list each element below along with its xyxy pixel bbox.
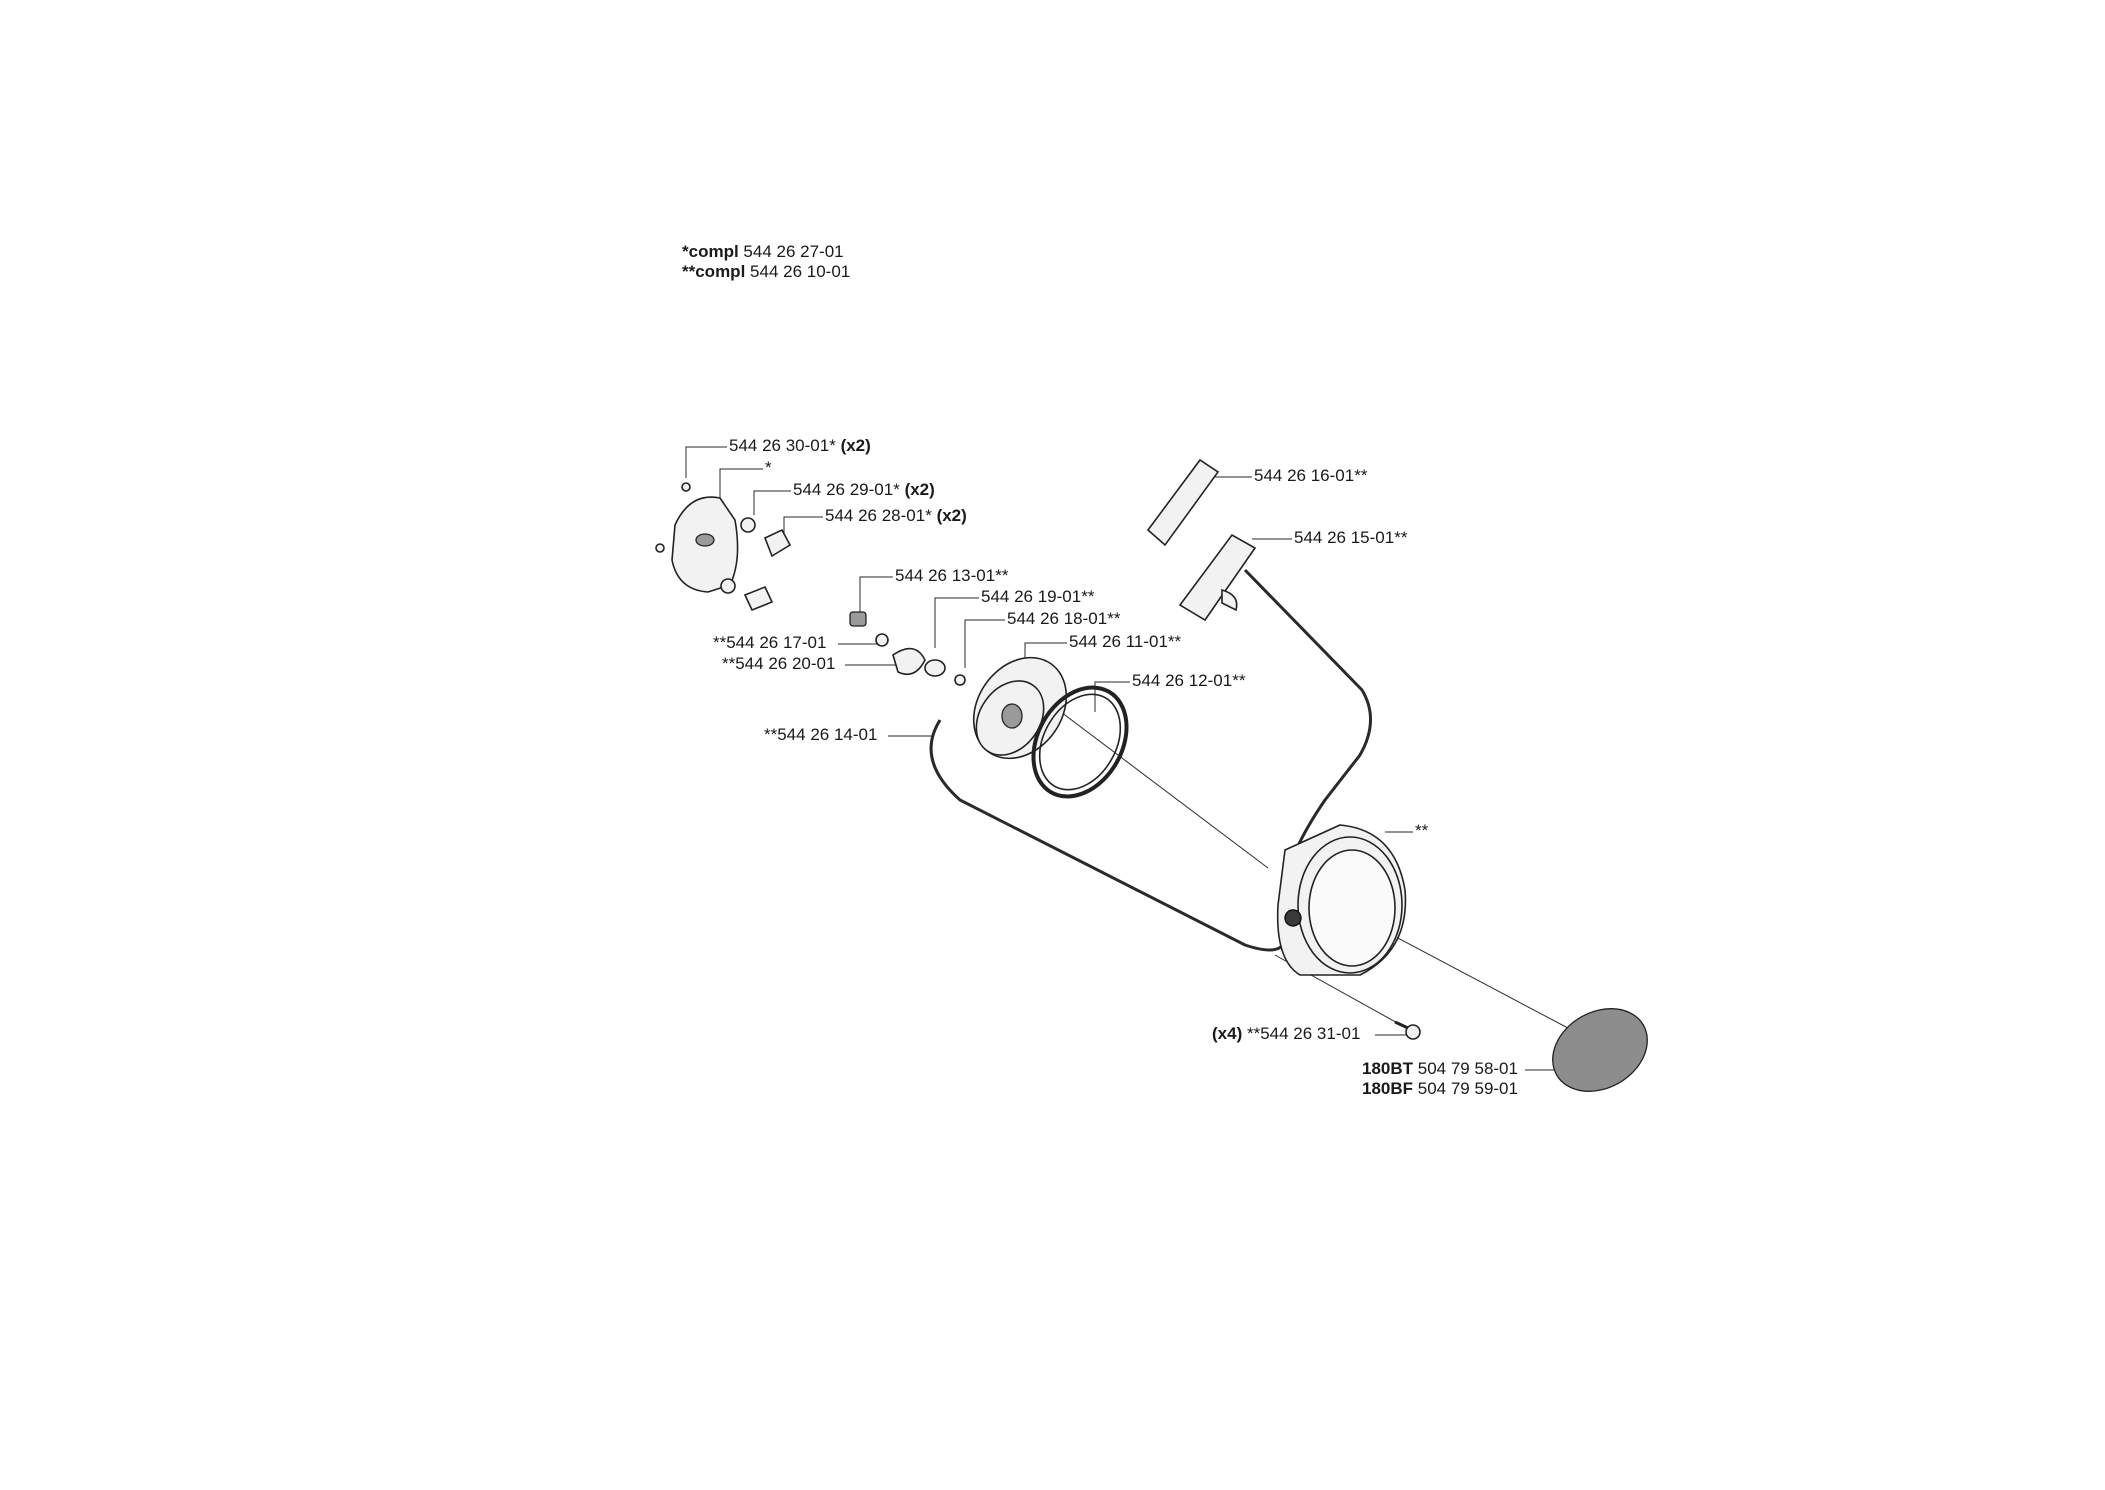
callout-544-26-15-01: 544 26 15-01** <box>1294 528 1407 548</box>
compl-1-value: 544 26 27-01 <box>743 242 844 261</box>
callout-text: 544 26 30-01* <box>729 436 836 455</box>
callout-text: 544 26 13-01** <box>895 566 1009 585</box>
compl-2-label: **compl <box>682 262 746 281</box>
callout-text: 544 26 19-01** <box>981 587 1095 606</box>
callout-model: 180BT <box>1362 1059 1414 1078</box>
handle-parts <box>1146 458 1257 622</box>
compl-line-1: *compl 544 26 27-01 <box>682 242 844 262</box>
callout-text: **544 26 31-01 <box>1246 1024 1361 1043</box>
callout-text: **544 26 17-01 <box>713 633 827 652</box>
starter-housing-part <box>1276 824 1407 976</box>
callout-qty: (x4) <box>1212 1024 1243 1043</box>
callout-text: 544 26 16-01** <box>1254 466 1368 485</box>
compl-line-2: **compl 544 26 10-01 <box>682 262 850 282</box>
callout-180bf: 180BF 504 79 59-01 <box>1362 1079 1518 1099</box>
decal-disc-part <box>1552 1008 1648 1092</box>
pulley-part <box>972 656 1068 760</box>
callout-text: 544 26 15-01** <box>1294 528 1408 547</box>
callout-544-26-19-01: 544 26 19-01** <box>981 587 1094 607</box>
cover-plate-part <box>655 482 792 612</box>
leader-lines <box>685 446 1601 1071</box>
callout-544-26-12-01: 544 26 12-01** <box>1132 671 1245 691</box>
compl-1-label: *compl <box>682 242 739 261</box>
compl-2-value: 544 26 10-01 <box>750 262 851 281</box>
callout-544-26-29-01: 544 26 29-01* (x2) <box>793 480 935 500</box>
callout-text: **544 26 14-01 <box>764 725 878 744</box>
callout-544-26-17-01: **544 26 17-01 <box>713 633 826 653</box>
callout-text: 504 79 59-01 <box>1417 1079 1518 1098</box>
callout-544-26-20-01: **544 26 20-01 <box>722 654 835 674</box>
callout-housing-star: ** <box>1415 821 1428 841</box>
callout-model: 180BF <box>1362 1079 1414 1098</box>
callout-text: ** <box>1415 821 1429 840</box>
callout-544-26-31-01: (x4) **544 26 31-01 <box>1212 1024 1360 1044</box>
callout-cover-star: * <box>765 458 772 478</box>
callout-544-26-11-01: 544 26 11-01** <box>1069 632 1181 652</box>
callout-180bt: 180BT 504 79 58-01 <box>1362 1059 1518 1079</box>
pawl-parts <box>849 611 966 686</box>
callout-544-26-14-01: **544 26 14-01 <box>764 725 877 745</box>
callout-qty: (x2) <box>936 506 967 525</box>
callout-text: 544 26 29-01* <box>793 480 900 499</box>
callout-text: 544 26 28-01* <box>825 506 932 525</box>
callout-544-26-16-01: 544 26 16-01** <box>1254 466 1367 486</box>
callout-qty: (x2) <box>840 436 871 455</box>
callout-544-26-28-01: 544 26 28-01* (x2) <box>825 506 967 526</box>
callout-text: 544 26 18-01** <box>1007 609 1121 628</box>
spring-part <box>1031 685 1129 799</box>
callout-text: 544 26 12-01** <box>1132 671 1246 690</box>
callout-text: 544 26 11-01** <box>1069 632 1182 651</box>
callout-544-26-18-01: 544 26 18-01** <box>1007 609 1120 629</box>
callout-text: 504 79 58-01 <box>1417 1059 1518 1078</box>
callout-544-26-30-01: 544 26 30-01* (x2) <box>729 436 871 456</box>
callout-text: * <box>765 458 772 477</box>
callout-qty: (x2) <box>904 480 935 499</box>
screw-part <box>1394 1020 1421 1040</box>
callout-544-26-13-01: 544 26 13-01** <box>895 566 1008 586</box>
callout-text: **544 26 20-01 <box>722 654 836 673</box>
